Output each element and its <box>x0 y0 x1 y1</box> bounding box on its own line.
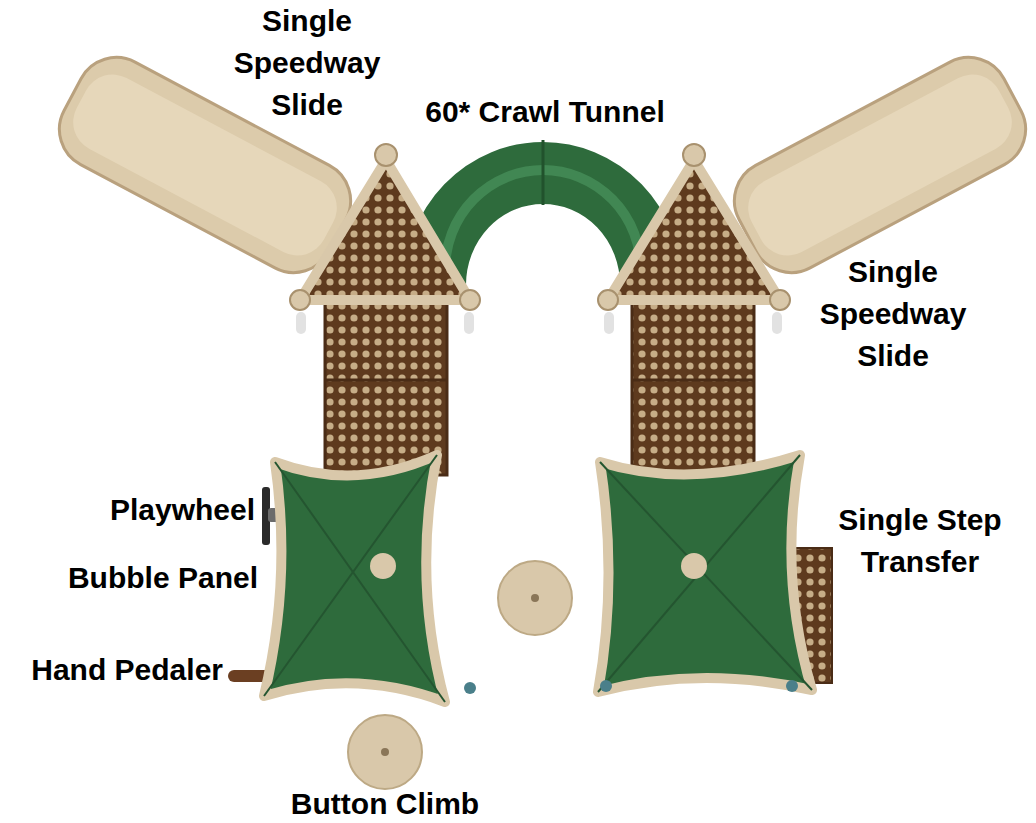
part-label: Single Speedway Slide <box>808 251 978 377</box>
part-label: 60* Crawl Tunnel <box>395 94 695 130</box>
part-label: Bubble Panel <box>30 560 258 596</box>
part-label: Single Step Transfer <box>815 499 1025 583</box>
part-label: Button Climb <box>240 787 530 821</box>
part-label: Playwheel <box>60 492 255 528</box>
part-label: Single Speedway Slide <box>222 0 392 126</box>
part-label: Hand Pedaler <box>3 652 223 688</box>
